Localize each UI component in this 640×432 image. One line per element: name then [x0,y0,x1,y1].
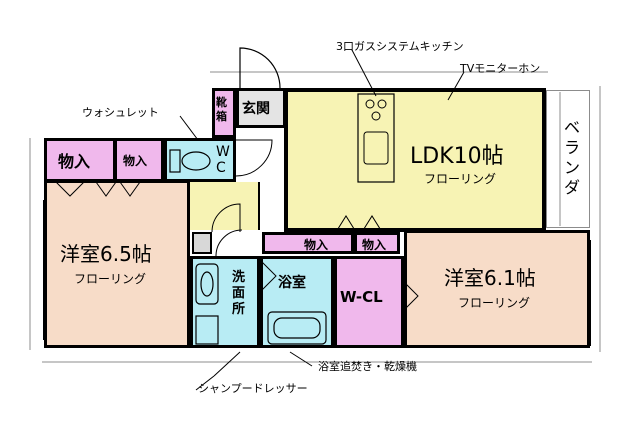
wc-room [164,138,236,182]
bathroom-label: 浴室 [278,275,306,291]
burner-icon [365,99,375,109]
storage-left-2-label: 物入 [123,154,148,168]
burner-icon [377,99,387,109]
shampoo-dresser-note: シャンプードレッサー [198,382,308,395]
hallway [190,182,260,230]
storage-center-2 [354,232,400,254]
wcl-label: W-CL [340,288,383,306]
sink-icon [363,131,389,165]
washlet-note: ウォシュレット [82,106,159,119]
western-right-name: 洋室6.1帖 [444,266,536,290]
western-right-floor: フローリング [458,296,531,310]
storage-left-1 [44,138,116,182]
storage-center-1 [262,232,354,254]
bathroom [260,256,334,348]
kitchen-counter [357,93,395,183]
storage-left-2 [116,138,164,182]
ldk-room [284,88,546,232]
burner-icon [371,111,381,121]
western-room-right [404,230,590,348]
shoe-cabinet-label: 靴箱 [216,96,227,123]
washbasin-icon [195,263,219,345]
ldk-floor: フローリング [424,172,497,186]
tv-note: TVモニターホン [460,62,541,75]
walk-in-closet [334,256,404,348]
western-left-floor: フローリング [74,272,147,286]
washroom [190,256,260,348]
veranda-label: ベランダ [564,118,581,197]
washroom-door-icon [215,229,243,257]
ldk-name: LDK10帖 [410,144,504,169]
kitchen-note: 3口ガスシステムキッチン [336,40,464,53]
wc-label: W C [216,144,230,176]
storage-center-1-label: 物入 [304,238,329,252]
entrance-door-icon [239,47,281,89]
veranda [546,90,590,228]
bathtub-icon [267,311,327,345]
storage-center-2-label: 物入 [362,238,387,252]
toilet-icon [169,149,211,173]
shoe-cabinet [212,88,236,138]
entrance-label: 玄関 [242,101,270,117]
pillar [192,232,212,254]
hall-door-icon [211,203,241,233]
washroom-label: 洗面所 [232,270,246,317]
wc-door-icon [235,139,273,177]
western-left-name: 洋室6.5帖 [60,242,152,266]
bath-dryer-note: 浴室追焚き・乾燥機 [318,360,417,373]
storage-left-1-label: 物入 [58,152,91,171]
